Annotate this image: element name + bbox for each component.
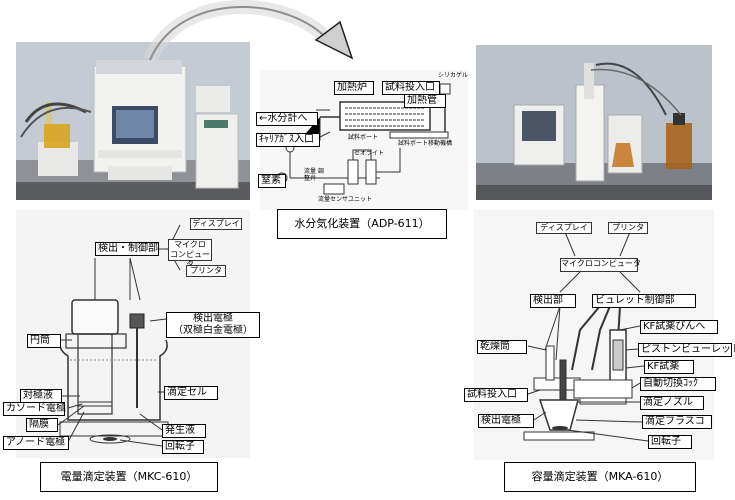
label-membrane: 隔膜 [26, 418, 58, 432]
small-flow-regulator: 流量 調整弁 [304, 168, 324, 182]
label-heating-tube: 加熱管 [404, 94, 446, 108]
label-piston-burette: ピストンビューレット [638, 343, 735, 357]
label-anode: アノード電極 [3, 436, 69, 450]
caption-vaporizer: 水分気化装置（ADP-611） [277, 209, 447, 239]
label-generating-solution: 発生液 [162, 424, 206, 438]
label-nozzle: 滴定ノズル [640, 396, 704, 410]
left-printer-box: プリンタ [186, 265, 226, 277]
label-furnace: 加熱炉 [334, 81, 374, 95]
label-detect-electrode-right: 検出電極 [478, 414, 534, 428]
right-display-box: ディスプレイ [536, 222, 592, 234]
caption-volumetric: 容量滴定装置（MKA-610） [504, 462, 696, 492]
label-kf-bottle: KF試薬びんへ [640, 320, 718, 334]
left-display-box: ディスプレイ [190, 218, 242, 230]
photo-coulometric-titrator [16, 42, 250, 200]
photo-volumetric-titrator [476, 45, 712, 200]
label-detector-right: 検出部 [530, 294, 576, 308]
label-titration-cell: 滴定セル [164, 386, 218, 400]
label-detect-control: 検出・制御部 [95, 242, 159, 256]
label-cylinder: 円筒 [27, 334, 61, 348]
label-detect-electrode-sub: （双極白金電極） [173, 325, 253, 336]
label-auto-valve: 自動切換ｺｯｸ [640, 377, 716, 391]
label-to-moisture-meter: ←水分計へ [256, 112, 318, 126]
label-rotor-left: 回転子 [162, 440, 204, 454]
right-micro-box: マイクロコンピュータ [560, 258, 641, 272]
right-printer-box: プリンタ [608, 222, 648, 234]
small-silica-gel: シリカゲル [438, 72, 469, 79]
left-micro-box: マイクロ コンピュータ [168, 239, 212, 269]
label-carrier-gas-inlet: ｷｬﾘｱｶﾞｽ入口 [256, 133, 320, 147]
label-flask: 滴定フラスコ [642, 415, 712, 429]
small-boat-drive: 試料ボート移動機構 [398, 140, 453, 147]
label-drying-tube: 乾燥筒 [477, 340, 527, 354]
label-burette-control: ビュレット制御部 [592, 294, 696, 308]
label-sample-inlet-right: 試料投入口 [464, 388, 528, 402]
small-zeolite: ゼオライト [354, 150, 385, 157]
small-flow-sensor: 流量センサユニット [318, 196, 373, 203]
label-rotor-right: 回転子 [648, 435, 692, 449]
small-sample-boat: 試料ボート [348, 134, 379, 141]
caption-coulometric: 電量滴定装置（MKC-610） [40, 462, 218, 492]
label-nitrogen: 窒素 [258, 174, 286, 188]
label-kf-reagent: KF試薬 [644, 360, 694, 374]
label-detect-electrode-group: 検出電極 （双極白金電極） [166, 312, 260, 338]
label-cathode: カソード電極 [3, 402, 66, 416]
label-detect-electrode: 検出電極 [193, 313, 233, 324]
